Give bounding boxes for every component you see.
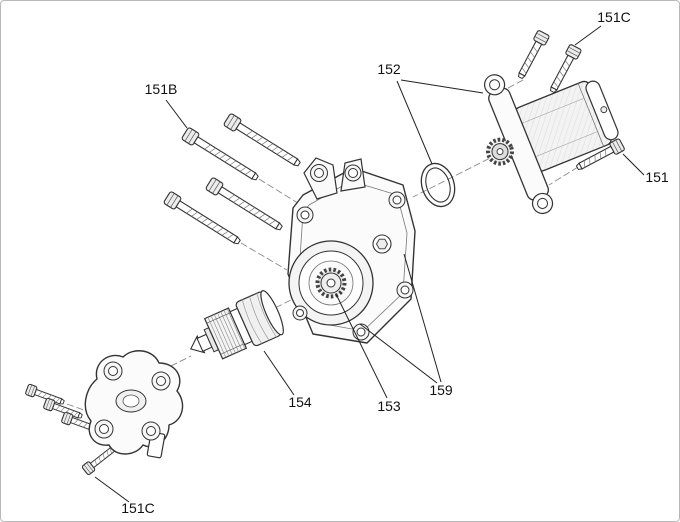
mounting-bracket — [84, 350, 184, 459]
bolt-group-151c-top — [514, 29, 583, 96]
part-label-151: 151 — [645, 169, 669, 185]
leader-lines — [94, 25, 645, 503]
starter-motor — [483, 74, 619, 215]
bolt-151c-top-1 — [514, 29, 551, 82]
part-label-151b: 151B — [145, 81, 178, 97]
bolt-group-151b — [162, 112, 304, 249]
part-labels: 151C 152 151B 151 154 153 159 151C — [121, 9, 669, 516]
part-label-152: 152 — [377, 61, 401, 77]
o-ring — [420, 162, 456, 208]
part-label-159: 159 — [429, 382, 453, 398]
part-label-151c-bottom: 151C — [121, 500, 154, 516]
gear-housing — [287, 157, 416, 344]
part-label-154: 154 — [288, 394, 312, 410]
gear-assembly — [190, 290, 284, 360]
part-label-153: 153 — [377, 398, 401, 414]
part-label-151c-top: 151C — [597, 9, 630, 25]
